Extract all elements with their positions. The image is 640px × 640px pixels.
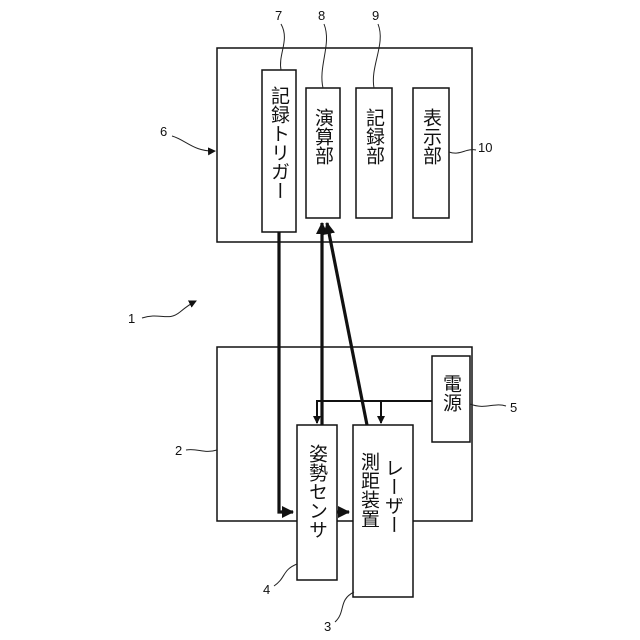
ref-1: 1 [128, 311, 135, 326]
power-label: 電源 [440, 374, 462, 413]
ref-3-leader [335, 592, 354, 622]
record-trigger-label: 記録トリガー [268, 86, 290, 200]
recorder-label: 記録部 [363, 108, 385, 165]
display-label: 表示部 [420, 108, 442, 165]
ref-2: 2 [175, 443, 182, 458]
ref-7: 7 [275, 8, 282, 23]
ref-6-leader [172, 136, 215, 151]
ref-3: 3 [324, 619, 331, 634]
laser-rangefinder-line1: レーザー [382, 458, 404, 534]
ref-5: 5 [510, 400, 517, 415]
posture-sensor-label: 姿勢センサ [306, 444, 328, 539]
ref-4-leader [274, 564, 297, 586]
ref-1-leader [142, 301, 196, 318]
ref-4: 4 [263, 582, 270, 597]
ref-6: 6 [160, 124, 167, 139]
ref-9: 9 [372, 8, 379, 23]
ref-10: 10 [478, 140, 492, 155]
ref-8: 8 [318, 8, 325, 23]
ref-2-leader [186, 450, 217, 452]
ref-5-leader [470, 404, 506, 406]
laser-rangefinder-line2: 測距装置 [358, 452, 380, 528]
compute-label: 演算部 [312, 108, 334, 165]
